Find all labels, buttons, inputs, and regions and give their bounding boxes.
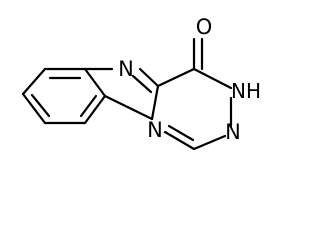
bond-triazine-bottom-right <box>192 134 227 151</box>
molecule-structure: N O NH N N <box>21 15 261 151</box>
bond-benzene-top <box>21 67 47 96</box>
bond-triazine-bottom-left <box>163 130 196 151</box>
bond-benzene-right <box>83 67 107 98</box>
bond-benzene-inner-right <box>79 94 98 118</box>
bond-triazine-bottom-left-double <box>167 124 195 142</box>
bond-imidazole-bottom <box>103 94 154 121</box>
bond-triazine-top-right <box>192 67 233 90</box>
atom-oxygen-label: O <box>196 15 213 39</box>
atom-bridge-nitrogen-label: N <box>147 118 163 142</box>
bond-imidazole-top-right <box>138 67 160 88</box>
bond-benzene-inner-left <box>30 93 51 118</box>
bond-imidazole-right <box>150 84 160 121</box>
structure-diagram: N O NH N N <box>21 15 261 151</box>
atom-lower-nitrogen-label: N <box>225 120 241 144</box>
bond-imidazole-top-right-double <box>131 74 153 94</box>
atom-nh-label: NH <box>231 79 261 103</box>
atom-imine-nitrogen-label: N <box>118 57 134 81</box>
bond-triazine-top-left <box>156 67 196 88</box>
bond-benzene-bottom-right <box>83 94 107 125</box>
bond-benzene-left <box>21 92 47 125</box>
